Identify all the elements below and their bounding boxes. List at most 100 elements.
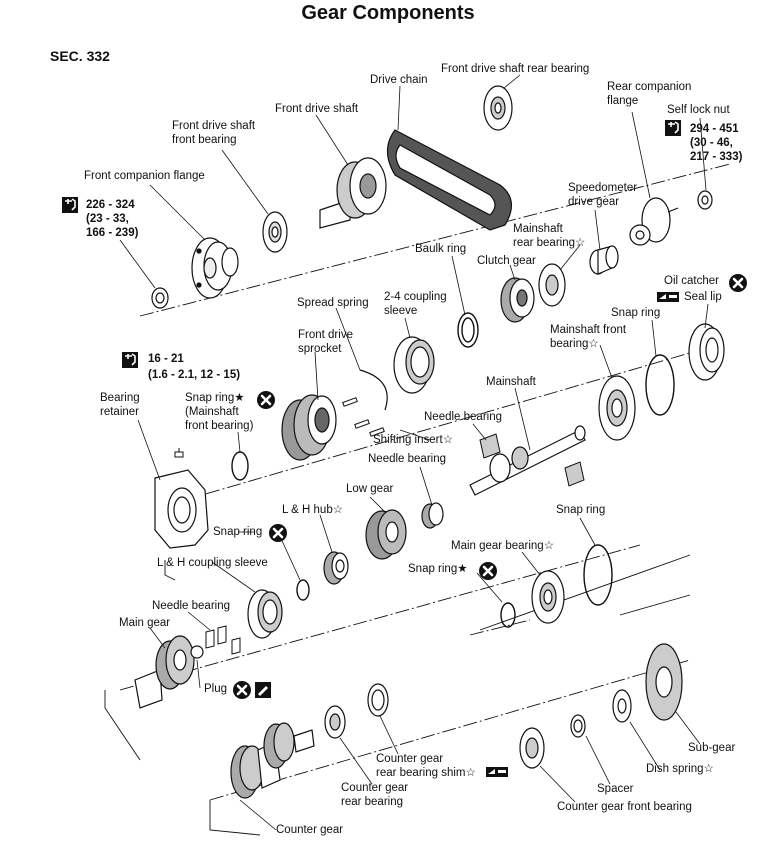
label-main-gear-bearing: Main gear bearing☆ (451, 540, 555, 552)
label-low-gear: Low gear (346, 483, 394, 495)
needle-bearing-lower (205, 625, 241, 655)
label-mainshaft: Mainshaft (486, 376, 536, 388)
label-counter-gear-front-bearing: Counter gear front bearing (557, 801, 692, 813)
label-spacer: Spacer (597, 783, 634, 795)
apply-grease-icon (486, 767, 508, 777)
label-front-drive-shaft: Front drive shaft (275, 103, 359, 115)
label-main-gear: Main gear (119, 617, 171, 629)
label-mainshaft-front-bearing-1: Mainshaft front (550, 324, 627, 336)
label-snap-ring-mainshaft-3: front bearing) (185, 420, 254, 432)
lh-hub (323, 551, 349, 585)
label-needle-bearing-lower: Needle bearing (152, 600, 231, 612)
label-counter-gear-rear-bearing-shim-2: rear bearing shim☆ (376, 767, 476, 779)
bearing-retainer (154, 469, 209, 549)
torque-front-companion-flange-1: 226 - 324 (86, 199, 135, 211)
label-snap-ring-mid: Snap ring (213, 526, 263, 538)
torque-self-lock-nut-3: 217 - 333) (690, 151, 743, 163)
snap-ring-mainshaft-front-bearing (231, 451, 249, 481)
needle-bearing-mid (421, 502, 444, 529)
label-shifting-insert: Shifting insert☆ (373, 434, 453, 446)
apply-sealant-icon (255, 682, 271, 698)
label-self-lock-nut: Self lock nut (667, 104, 730, 116)
label-snap-ring-mainshaft-2: (Mainshaft (185, 406, 239, 418)
counter-gear-rear-bearing-shim (367, 683, 389, 717)
open-star-icon: ☆ (332, 504, 344, 516)
label-bearing-retainer-2: retainer (100, 406, 139, 418)
replace-part-icon (267, 522, 289, 544)
main-gear (134, 635, 195, 709)
label-drive-chain: Drive chain (370, 74, 428, 86)
label-seal-lip: Seal lip (684, 291, 722, 303)
oil-catcher (688, 323, 725, 381)
rear-companion-flange (629, 197, 679, 246)
label-bearing-retainer-1: Bearing (100, 392, 140, 404)
open-star-icon: ☆ (575, 237, 586, 249)
replace-part-icon (255, 389, 277, 411)
lh-coupling-sleeve (247, 589, 283, 639)
torque-front-companion-flange-3: 166 - 239) (86, 227, 139, 239)
label-needle-bearing-upper: Needle bearing (424, 411, 503, 423)
label-sub-gear: Sub-gear (688, 742, 736, 754)
open-star-icon: ☆ (703, 763, 714, 775)
replace-part-icon (727, 272, 749, 294)
counter-gear-front-bearing (519, 727, 545, 769)
label-mainshaft-front-bearing-2: bearing☆ (550, 338, 599, 350)
label-oil-catcher: Oil catcher (664, 275, 719, 287)
replace-part-icon (477, 560, 499, 582)
speedometer-drive-gear (589, 245, 619, 275)
label-snap-ring-lower: Snap ring★ (408, 563, 468, 575)
label-clutch-gear: Clutch gear (477, 255, 536, 267)
self-lock-nut (697, 190, 713, 210)
front-drive-shaft-rear-bearing (483, 85, 513, 131)
open-star-icon: ☆ (543, 540, 555, 552)
label-coupling-sleeve-2-4-1: 2-4 coupling (384, 291, 447, 303)
label-mainshaft-rear-bearing-1: Mainshaft (513, 223, 563, 235)
torque-bearing-retainer-1: 16 - 21 (148, 353, 184, 365)
label-front-drive-sprocket-2: sprocket (298, 343, 342, 355)
label-front-drive-shaft-front-bearing-2: front bearing (172, 134, 237, 146)
label-speedometer-drive-gear-2: drive gear (568, 196, 620, 208)
label-snap-ring-top: Snap ring (611, 307, 661, 319)
label-snap-ring-right: Snap ring (556, 504, 606, 516)
plug (190, 645, 204, 659)
replace-part-icon (231, 679, 253, 701)
label-speedometer-drive-gear-1: Speedometer (568, 182, 638, 194)
open-star-icon: ☆ (588, 338, 599, 350)
label-front-drive-shaft-rear-bearing: Front drive shaft rear bearing (441, 63, 590, 75)
label-needle-bearing-mid: Needle bearing (368, 453, 447, 465)
torque-bearing-retainer-2: (1.6 - 2.1, 12 - 15) (148, 369, 241, 381)
apply-grease-icon (657, 292, 679, 302)
snap-ring-mid (296, 579, 310, 601)
tightening-torque-icon (61, 196, 79, 214)
front-drive-shaft (319, 157, 387, 229)
spread-spring (359, 369, 388, 411)
label-lh-hub: L & H hub☆ (282, 504, 344, 516)
label-spread-spring: Spread spring (297, 297, 369, 309)
front-companion-flange (191, 237, 239, 299)
label-dish-spring: Dish spring☆ (646, 763, 714, 775)
spacer (570, 714, 586, 738)
label-front-drive-sprocket-1: Front drive (298, 329, 353, 341)
mainshaft-front-bearing (598, 375, 636, 441)
snap-ring-lower (500, 602, 516, 628)
centerlines (119, 163, 731, 801)
front-drive-shaft-front-bearing (262, 211, 288, 253)
open-star-icon: ☆ (465, 767, 476, 779)
front-drive-sprocket (281, 394, 337, 461)
torque-self-lock-nut-2: (30 - 46, (690, 137, 733, 149)
section-number: SEC. 332 (50, 48, 110, 64)
label-coupling-sleeve-2-4-2: sleeve (384, 305, 418, 317)
label-baulk-ring: Baulk ring (415, 243, 467, 255)
label-snap-ring-mainshaft-1: Snap ring★ (185, 392, 245, 404)
low-gear (365, 509, 407, 560)
needle-bearing-upper (479, 433, 585, 487)
clutch-gear (500, 277, 535, 323)
page-title: Gear Components (301, 2, 475, 24)
label-front-companion-flange: Front companion flange (84, 170, 205, 182)
label-rear-companion-flange-2: flange (607, 95, 639, 107)
torque-front-companion-flange-2: (23 - 33, (86, 213, 129, 225)
mainshaft-rear-bearing (538, 263, 566, 307)
snap-ring-top (645, 354, 675, 416)
counter-gear (230, 722, 315, 799)
